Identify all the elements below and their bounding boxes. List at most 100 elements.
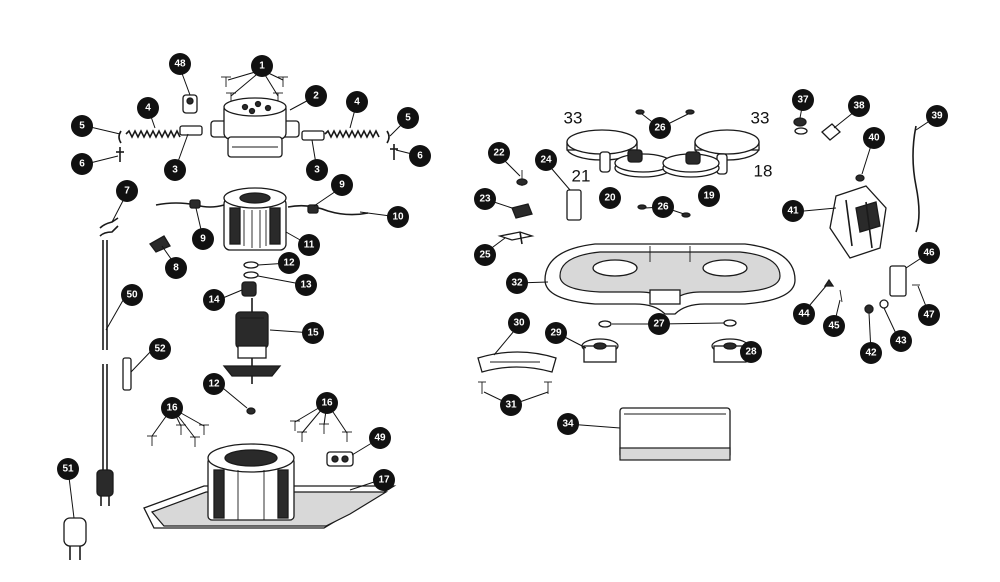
callout-26-upper: 26 bbox=[649, 117, 671, 139]
callout-49: 49 bbox=[369, 427, 391, 449]
svg-text:29: 29 bbox=[550, 328, 562, 339]
svg-text:28: 28 bbox=[745, 347, 757, 358]
callout-22: 22 bbox=[488, 142, 510, 164]
block-part-38 bbox=[821, 123, 841, 141]
callout-9-left: 9 bbox=[192, 228, 214, 250]
svg-text:48: 48 bbox=[174, 59, 186, 70]
svg-text:5: 5 bbox=[79, 121, 85, 132]
svg-text:42: 42 bbox=[865, 348, 877, 359]
callout-23: 23 bbox=[474, 188, 496, 210]
callout-46: 46 bbox=[918, 242, 940, 264]
svg-text:40: 40 bbox=[868, 133, 880, 144]
callout-31: 31 bbox=[500, 394, 522, 416]
callout-37: 37 bbox=[792, 89, 814, 111]
callout-26-lower: 26 bbox=[652, 196, 674, 218]
power-cord bbox=[96, 217, 119, 506]
callout-2: 2 bbox=[305, 85, 327, 107]
callout-21: 21 bbox=[572, 167, 591, 186]
callout-24: 24 bbox=[535, 149, 557, 171]
wire-part-39 bbox=[912, 125, 920, 233]
motor-base-part-17 bbox=[143, 443, 397, 529]
washers-part-27 bbox=[598, 319, 737, 328]
small-parts-42-47 bbox=[823, 265, 920, 314]
callout-33-left: 33 bbox=[564, 109, 583, 128]
screws-part-16 bbox=[147, 420, 352, 447]
svg-text:34: 34 bbox=[562, 419, 574, 430]
callout-6-left: 6 bbox=[71, 153, 93, 175]
grommet-part-49 bbox=[326, 451, 354, 467]
svg-text:20: 20 bbox=[604, 193, 616, 204]
callout-4-left: 4 bbox=[137, 97, 159, 119]
chassis-part-32 bbox=[544, 243, 796, 315]
svg-text:50: 50 bbox=[126, 290, 138, 301]
callout-44: 44 bbox=[793, 303, 815, 325]
svg-text:4: 4 bbox=[354, 97, 360, 108]
wire-nut-part-8 bbox=[149, 235, 171, 253]
callout-48: 48 bbox=[169, 53, 191, 75]
svg-text:1: 1 bbox=[259, 61, 265, 72]
small-parts-22-25 bbox=[497, 170, 582, 245]
callout-13: 13 bbox=[295, 274, 317, 296]
callout-6-right: 6 bbox=[409, 145, 431, 167]
callout-33-right: 33 bbox=[751, 109, 770, 128]
svg-text:12: 12 bbox=[208, 379, 220, 390]
callout-40: 40 bbox=[863, 127, 885, 149]
callout-39: 39 bbox=[926, 105, 948, 127]
washers-and-bearing bbox=[241, 261, 259, 297]
callout-38: 38 bbox=[848, 95, 870, 117]
callout-41: 41 bbox=[782, 200, 804, 222]
callout-50: 50 bbox=[121, 284, 143, 306]
callout-7: 7 bbox=[116, 180, 138, 202]
svg-text:49: 49 bbox=[374, 433, 386, 444]
motor-end-cap-part-2 bbox=[210, 97, 300, 158]
svg-text:12: 12 bbox=[283, 258, 295, 269]
svg-text:26: 26 bbox=[654, 123, 666, 134]
callout-16-left: 16 bbox=[161, 397, 183, 419]
svg-text:9: 9 bbox=[200, 234, 206, 245]
field-coil-part-11 bbox=[155, 187, 369, 251]
svg-text:32: 32 bbox=[511, 278, 523, 289]
callout-3-left: 3 bbox=[164, 159, 186, 181]
button-part-37 bbox=[793, 117, 808, 135]
callout-28: 28 bbox=[740, 341, 762, 363]
svg-text:41: 41 bbox=[787, 206, 799, 217]
svg-text:6: 6 bbox=[417, 151, 423, 162]
svg-text:23: 23 bbox=[479, 194, 491, 205]
callout-5-right: 5 bbox=[397, 107, 419, 129]
callout-5-left: 5 bbox=[71, 115, 93, 137]
svg-text:39: 39 bbox=[931, 111, 943, 122]
callout-19: 19 bbox=[698, 185, 720, 207]
svg-text:19: 19 bbox=[703, 191, 715, 202]
callout-30: 30 bbox=[508, 312, 530, 334]
svg-text:26: 26 bbox=[657, 202, 669, 213]
clip-part-48 bbox=[182, 94, 198, 114]
brush-assembly-right bbox=[301, 129, 398, 160]
callout-17: 17 bbox=[373, 469, 395, 491]
svg-text:10: 10 bbox=[392, 212, 404, 223]
svg-text:25: 25 bbox=[479, 250, 491, 261]
callout-27: 27 bbox=[648, 313, 670, 335]
washers-part-26 bbox=[635, 109, 695, 115]
svg-text:16: 16 bbox=[166, 403, 178, 414]
svg-text:21: 21 bbox=[572, 167, 591, 186]
callout-18: 18 bbox=[754, 162, 773, 181]
svg-text:33: 33 bbox=[751, 109, 770, 128]
washer-part-12-lower bbox=[246, 407, 256, 415]
callout-45: 45 bbox=[823, 315, 845, 337]
callout-32: 32 bbox=[506, 272, 528, 294]
svg-text:6: 6 bbox=[79, 159, 85, 170]
callout-16-right: 16 bbox=[316, 392, 338, 414]
svg-text:4: 4 bbox=[145, 103, 151, 114]
callout-10: 10 bbox=[387, 206, 409, 228]
svg-text:3: 3 bbox=[314, 165, 320, 176]
cover-plate-part-34 bbox=[619, 407, 731, 461]
callout-12-upper: 12 bbox=[278, 252, 300, 274]
plug-part-51 bbox=[63, 517, 87, 560]
svg-text:14: 14 bbox=[208, 295, 220, 306]
svg-text:11: 11 bbox=[304, 240, 315, 251]
svg-text:37: 37 bbox=[797, 95, 809, 106]
callout-29: 29 bbox=[545, 322, 567, 344]
svg-text:47: 47 bbox=[923, 310, 935, 321]
callout-14: 14 bbox=[203, 289, 225, 311]
